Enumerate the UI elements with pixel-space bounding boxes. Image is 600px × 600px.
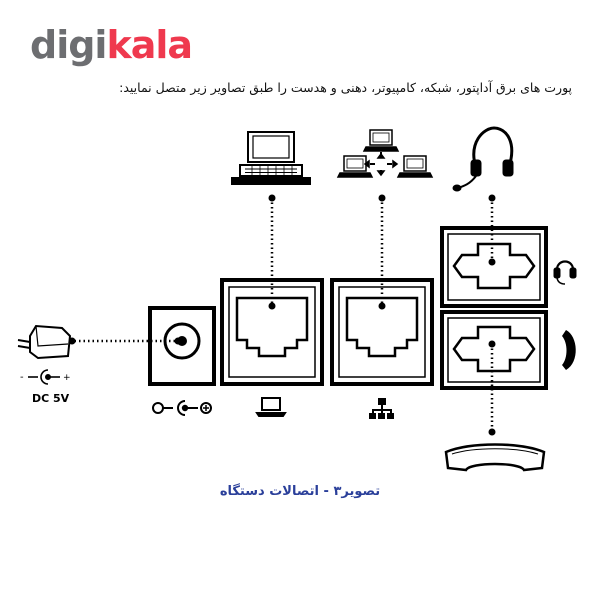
digikala-logo: digikala [30, 23, 193, 67]
instruction-text: پورت های برق آداپتور، شبکه، کامپیوتر، ده… [119, 80, 572, 95]
dc-port [148, 306, 216, 386]
laptop-icon [255, 397, 287, 417]
network-icon [336, 129, 434, 178]
handset-port [440, 310, 548, 390]
adapter-icon [17, 324, 72, 360]
dc-symbol-icon [152, 400, 212, 416]
logo-part-kala: kala [106, 23, 193, 67]
svg-text:-: - [20, 372, 24, 383]
pc-port [220, 278, 324, 386]
connection-dots [68, 194, 496, 436]
svg-text:+: + [63, 373, 71, 383]
internet-port [330, 278, 434, 386]
headset-symbol-icon [553, 260, 577, 285]
connection-lines [70, 198, 494, 434]
pc-icon [231, 131, 311, 185]
handset-symbol-icon [562, 330, 576, 370]
figure-caption: تصویر۳ - اتصالات دستگاه [219, 484, 381, 499]
lan-icon [369, 398, 394, 419]
dc-voltage-label: DC 5V [32, 392, 70, 405]
headset-icon [452, 126, 514, 192]
logo-part-digi: digi [30, 23, 107, 67]
handset-icon [444, 443, 546, 472]
dc-polarity-icon: - + [20, 369, 71, 385]
headset-port [440, 226, 548, 308]
